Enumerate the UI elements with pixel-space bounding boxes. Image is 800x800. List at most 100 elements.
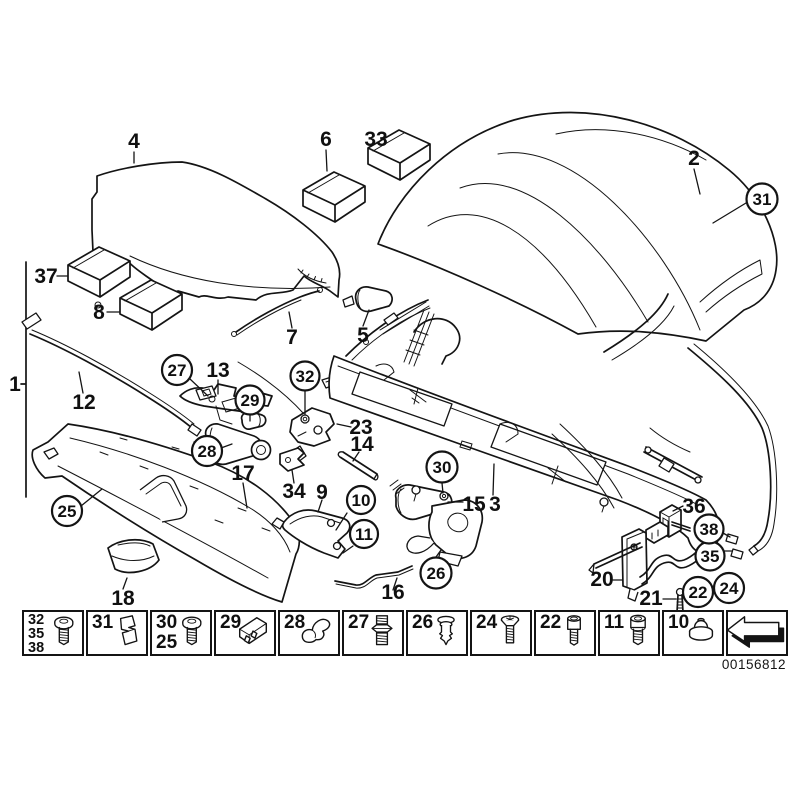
latch-drive-30 — [389, 479, 484, 567]
callout-33[interactable]: 33 — [364, 128, 387, 151]
direction-arrow-icon — [726, 616, 785, 648]
svg-text:10: 10 — [352, 491, 371, 510]
callout-1[interactable]: 1 — [9, 373, 21, 396]
pan-head-screw-icon — [54, 616, 74, 646]
socket-head-screw-icon — [630, 614, 646, 646]
callout-4[interactable]: 4 — [128, 130, 140, 153]
cylinder-part-5 — [342, 286, 393, 313]
legend-cell-22: 22 — [534, 610, 596, 656]
front-bow-panel-17-25 — [31, 423, 301, 603]
svg-text:30: 30 — [433, 458, 452, 477]
callout-12[interactable]: 12 — [72, 391, 95, 414]
callout-27[interactable]: 27 — [160, 353, 194, 387]
bowden-cable-7 — [231, 287, 323, 337]
mounting-bracket-20 — [588, 528, 648, 602]
pin-rod-14 — [337, 451, 379, 481]
z-bracket-34 — [279, 447, 305, 472]
svg-text:11: 11 — [355, 525, 373, 544]
callout-17[interactable]: 17 — [231, 462, 254, 485]
callout-10[interactable]: 10 — [345, 484, 377, 516]
foam-pad-box-37 — [67, 246, 131, 298]
angle-clip-icon — [119, 615, 138, 646]
callout-6[interactable]: 6 — [320, 128, 332, 151]
rear-quarter-curves — [551, 293, 675, 509]
callout-21[interactable]: 21 — [639, 587, 663, 610]
standoff-bolt-icon — [567, 615, 581, 646]
callout-9[interactable]: 9 — [316, 481, 328, 504]
legend-cell-24: 24 — [470, 610, 532, 656]
callout-24[interactable]: 24 — [712, 571, 746, 605]
hinge-strip-9 — [271, 509, 351, 559]
callout-23[interactable]: 23 — [349, 416, 372, 439]
expanding-rivet-icon — [437, 615, 455, 646]
legend-cell-26: 26 — [406, 610, 468, 656]
callout-36[interactable]: 36 — [682, 495, 705, 518]
callout-37[interactable]: 37 — [34, 265, 57, 288]
callout-2[interactable]: 2 — [688, 147, 700, 170]
callout-14[interactable]: 14 — [350, 433, 374, 456]
legend-cell-27: 27 — [342, 610, 404, 656]
double-threaded-stud-icon — [371, 615, 393, 646]
callout-35[interactable]: 35 — [694, 540, 726, 572]
legend-cell-28: 28 — [278, 610, 340, 656]
spring-clip-icon — [301, 618, 331, 644]
soft-top-cover-2 — [377, 111, 778, 342]
svg-text:25: 25 — [58, 502, 77, 521]
svg-text:27: 27 — [168, 361, 187, 380]
callout-28[interactable]: 28 — [190, 434, 224, 468]
callout-29[interactable]: 29 — [234, 384, 266, 416]
callout-20[interactable]: 20 — [590, 568, 613, 591]
legend-cell-29: 29 — [214, 610, 276, 656]
svg-text:32: 32 — [296, 367, 315, 386]
headliner-panel-4 — [91, 161, 341, 309]
svg-text:35: 35 — [701, 547, 720, 566]
callout-5[interactable]: 5 — [357, 324, 369, 347]
frame-arms-left — [345, 299, 431, 361]
foam-pad-box-33 — [367, 129, 431, 181]
tension-cable-12 — [21, 312, 202, 437]
expansion-clip-icon — [238, 617, 268, 645]
callout-8[interactable]: 8 — [93, 301, 105, 324]
foam-pad-box-6 — [302, 171, 366, 223]
callout-3[interactable]: 3 — [489, 493, 501, 516]
svg-text:24: 24 — [720, 579, 739, 598]
callout-26[interactable]: 26 — [419, 556, 453, 590]
zigzag-rod-16 — [334, 565, 414, 589]
side-tension-strap — [687, 343, 778, 556]
legend-cell-11: 11 — [598, 610, 660, 656]
linkage-strut-right — [643, 427, 703, 484]
svg-text:29: 29 — [241, 391, 260, 410]
cable-to-hinge — [237, 361, 305, 415]
callout-34[interactable]: 34 — [282, 480, 306, 503]
svg-text:26: 26 — [427, 564, 446, 583]
callout-11[interactable]: 11 — [348, 518, 380, 550]
tonneau-panel-3 — [328, 355, 721, 554]
countersunk-screw-icon — [500, 615, 520, 644]
cover-cap-18 — [107, 538, 160, 574]
cable-bundle — [379, 301, 461, 367]
callout-15[interactable]: 15 — [462, 493, 486, 516]
leader-lines — [56, 149, 747, 600]
callout-25[interactable]: 25 — [50, 494, 84, 528]
callout-31[interactable]: 31 — [745, 182, 779, 216]
callout-22[interactable]: 22 — [681, 575, 715, 609]
callout-38[interactable]: 38 — [693, 513, 725, 545]
grommet-nut-icon — [688, 617, 714, 641]
pan-head-screw-icon — [182, 616, 202, 646]
callout-32[interactable]: 32 — [289, 360, 321, 392]
svg-text:31: 31 — [753, 190, 772, 209]
callout-7[interactable]: 7 — [286, 326, 298, 349]
callout-18[interactable]: 18 — [111, 587, 135, 610]
legend-cell-10: 10 — [662, 610, 724, 656]
callout-30[interactable]: 30 — [425, 450, 459, 484]
clips-35-38 — [725, 533, 744, 560]
assembly-range-bracket-1 — [20, 261, 27, 498]
svg-text:28: 28 — [198, 442, 217, 461]
callout-13[interactable]: 13 — [206, 359, 229, 382]
callout-16[interactable]: 16 — [381, 581, 404, 604]
